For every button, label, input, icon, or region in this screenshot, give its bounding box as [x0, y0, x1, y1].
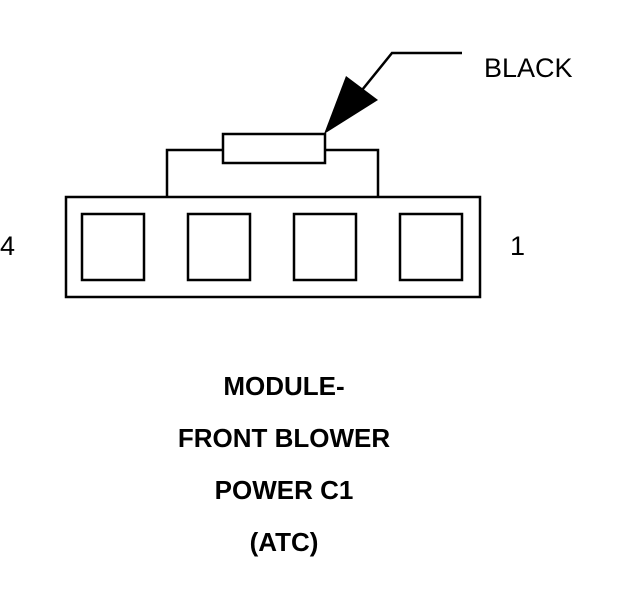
title-line-3: POWER C1 — [215, 475, 354, 505]
connector-cavities — [80, 212, 464, 282]
title-line-2: FRONT BLOWER — [178, 423, 391, 453]
cavity-1 — [398, 212, 464, 282]
pin-label-left: 4 — [0, 231, 15, 261]
cavity-2 — [292, 212, 358, 282]
color-leader-arrow — [324, 76, 378, 134]
title-line-4: (ATC) — [250, 527, 319, 557]
pin-label-right: 1 — [510, 231, 525, 261]
connector-lock-tab — [221, 132, 327, 165]
cavity-3 — [186, 212, 252, 282]
color-label: BLACK — [484, 53, 573, 83]
color-leader-line — [357, 51, 462, 96]
cavity-4 — [80, 212, 146, 282]
title-line-1: MODULE- — [223, 371, 344, 401]
